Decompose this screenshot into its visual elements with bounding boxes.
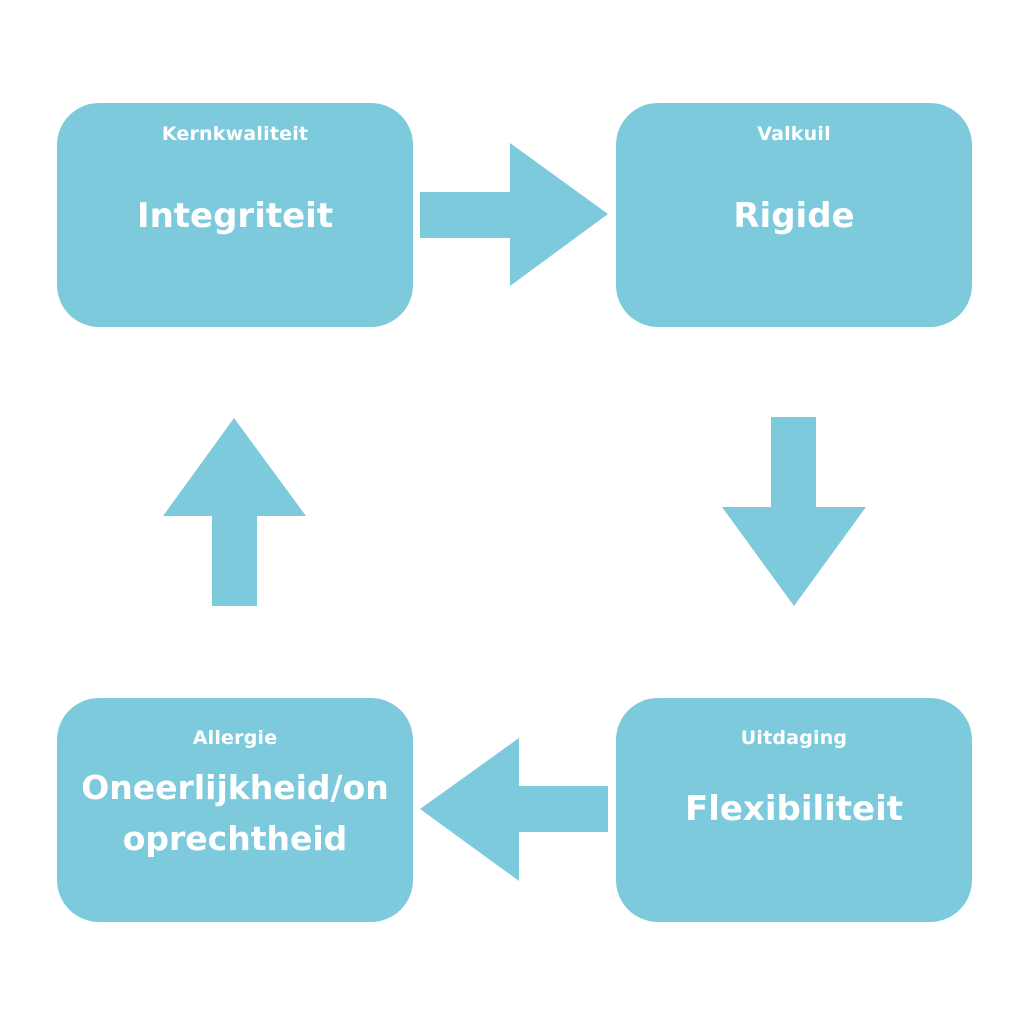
allergy-value-line-1: Oneerlijkheid/on (81, 768, 389, 807)
challenge-box: Uitdaging Flexibiliteit (616, 698, 972, 922)
arrow-right-icon (420, 143, 608, 286)
allergy-box: Allergie Oneerlijkheid/on oprechtheid (57, 698, 413, 922)
allergy-value-line-2: oprechtheid (122, 819, 348, 859)
allergy-heading: Allergie (192, 727, 278, 749)
challenge-heading: Uitdaging (740, 727, 848, 749)
pitfall-box: Valkuil Rigide (616, 103, 972, 327)
arrow-down-icon (722, 417, 866, 606)
arrow-left-icon (420, 738, 608, 881)
core-quality-heading: Kernkwaliteit (161, 123, 309, 145)
arrow-up-icon (163, 418, 306, 606)
pitfall-value: Rigide (733, 196, 855, 236)
pitfall-heading: Valkuil (757, 123, 831, 145)
core-quality-value: Integriteit (136, 196, 334, 236)
core-quality-box: Kernkwaliteit Integriteit (57, 103, 413, 327)
allergy-value: Oneerlijkheid/on oprechtheid (57, 762, 413, 864)
challenge-value: Flexibiliteit (684, 789, 904, 829)
